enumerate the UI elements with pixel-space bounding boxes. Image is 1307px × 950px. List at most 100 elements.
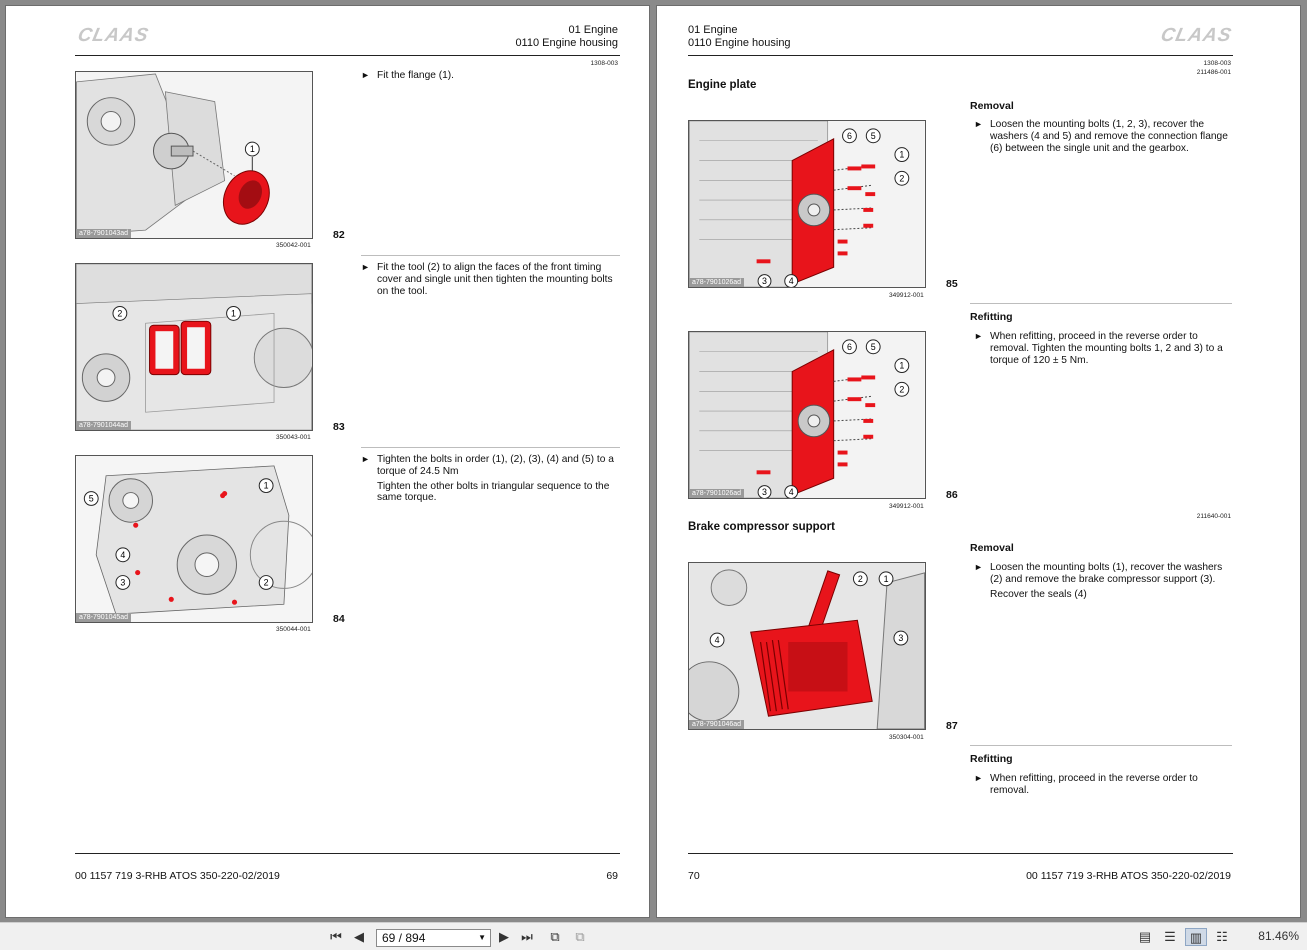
two-page-continuous-icon[interactable]: ☷ xyxy=(1216,929,1228,944)
callout-4: 4 xyxy=(715,635,720,645)
step-arrow-icon: ► xyxy=(974,331,983,341)
step-arrow-icon: ► xyxy=(974,773,983,783)
step-arrow-icon: ► xyxy=(974,119,983,129)
figure-ref: 350042-001 xyxy=(276,242,311,249)
callout-2: 2 xyxy=(264,577,269,587)
footer-rule xyxy=(688,853,1233,854)
callout-3: 3 xyxy=(762,487,767,497)
figure-ref: 350304-001 xyxy=(889,734,924,741)
zoom-level[interactable]: 81.46% xyxy=(1258,929,1299,943)
figure-ref: 349912-001 xyxy=(889,503,924,510)
figure-82: 1 a78-7901043ad xyxy=(75,71,313,239)
step-arrow-icon: ► xyxy=(974,562,983,572)
callout-1: 1 xyxy=(899,150,904,160)
figure-85: 6 5 1 2 3 4 a78-7901026ad xyxy=(688,120,926,288)
header-code: 1308-003 211486-001 xyxy=(1196,60,1231,76)
footer-document-id: 00 1157 719 3-RHB ATOS 350-220-02/2019 xyxy=(75,870,280,882)
callout-6: 6 xyxy=(847,131,852,141)
callout-6: 6 xyxy=(847,342,852,352)
block-divider xyxy=(970,745,1232,746)
callout-2: 2 xyxy=(899,384,904,394)
last-page-icon[interactable]: ⏭ xyxy=(521,929,533,944)
footer-rule xyxy=(75,853,620,854)
instruction-step: ► Loosen the mounting bolts (1), recover… xyxy=(974,562,1223,600)
figure-number: 83 xyxy=(333,421,345,433)
page-number: 70 xyxy=(688,870,700,882)
instruction-step: ► When refitting, proceed in the reverse… xyxy=(974,773,1198,796)
footer-document-id: 00 1157 719 3-RHB ATOS 350-220-02/2019 xyxy=(1026,870,1231,882)
subsection-title: Refitting xyxy=(970,311,1013,323)
section-code: 211640-001 xyxy=(1196,513,1231,520)
figure-code: a78-7901046ad xyxy=(689,720,745,729)
single-page-view-icon[interactable]: ▤ xyxy=(1138,929,1152,944)
first-page-icon[interactable]: ⏮ xyxy=(330,929,342,944)
callout-3: 3 xyxy=(120,577,125,587)
brake-compressor-support-illustration: 2 1 3 4 xyxy=(689,563,925,729)
brand-logo: CLAAS xyxy=(1158,25,1234,46)
block-divider xyxy=(361,255,620,256)
callout-4: 4 xyxy=(120,550,125,560)
figure-ref: 350044-001 xyxy=(276,626,311,633)
timing-cover-illustration: 1 2 xyxy=(76,264,312,430)
header-chapter: 01 Engine 0110 Engine housing xyxy=(515,24,618,49)
viewer-toolbar: ⏮ ◀ 69 / 894 ▼ ▶ ⏭ ⧉ ⧉ ▤ ☰ ▥ ☷ 81.46% xyxy=(0,922,1307,950)
step-arrow-icon: ► xyxy=(361,70,370,80)
flange-illustration: 1 xyxy=(76,72,312,238)
callout-2: 2 xyxy=(117,308,122,318)
figure-code: a78-7901026ad xyxy=(689,278,745,287)
engine-plate-removal-illustration: 6 5 1 2 3 4 xyxy=(689,121,925,287)
figure-code: a78-7901026ad xyxy=(689,489,745,498)
step-arrow-icon: ► xyxy=(361,454,370,464)
page-number-field[interactable]: 69 / 894 ▼ xyxy=(376,929,491,947)
subsection-title: Removal xyxy=(970,100,1014,112)
step-arrow-icon: ► xyxy=(361,262,370,272)
figure-84: 1 2 3 4 5 a78-7901045ad xyxy=(75,455,313,623)
callout-5: 5 xyxy=(871,342,876,352)
section-title: Brake compressor support xyxy=(688,521,835,533)
callout-1: 1 xyxy=(250,144,255,154)
figure-code: a78-7901044ad xyxy=(76,421,132,430)
go-forward-view-icon[interactable]: ⧉ xyxy=(575,929,585,944)
go-back-view-icon[interactable]: ⧉ xyxy=(550,929,560,944)
callout-2: 2 xyxy=(858,574,863,584)
callout-4: 4 xyxy=(789,276,794,286)
figure-83: 1 2 a78-7901044ad xyxy=(75,263,313,431)
section-title: Engine plate xyxy=(688,79,757,91)
callout-3: 3 xyxy=(898,633,903,643)
figure-number: 86 xyxy=(946,489,958,501)
two-page-view-icon[interactable]: ▥ xyxy=(1185,928,1207,946)
figure-number: 82 xyxy=(333,229,345,241)
figure-ref: 350043-001 xyxy=(276,434,311,441)
callout-2: 2 xyxy=(899,173,904,183)
subsection-title: Refitting xyxy=(970,753,1013,765)
bolt-sequence-illustration: 1 2 3 4 5 xyxy=(76,456,312,622)
instruction-step: ► Fit the flange (1). xyxy=(361,70,455,81)
callout-1: 1 xyxy=(899,361,904,371)
figure-86: 6 5 1 2 3 4 a78-7901026ad xyxy=(688,331,926,499)
document-page-right: 01 Engine 0110 Engine housing CLAAS 1308… xyxy=(656,5,1301,918)
subsection-title: Removal xyxy=(970,542,1014,554)
callout-3: 3 xyxy=(762,276,767,286)
figure-number: 85 xyxy=(946,278,958,290)
callout-4: 4 xyxy=(789,487,794,497)
chevron-down-icon[interactable]: ▼ xyxy=(478,933,486,942)
engine-plate-refitting-illustration: 6 5 1 2 3 4 xyxy=(689,332,925,498)
brand-logo: CLAAS xyxy=(75,25,151,46)
instruction-step: ► Tighten the bolts in order (1), (2), (… xyxy=(361,454,614,504)
instruction-step: ► When refitting, proceed in the reverse… xyxy=(974,331,1223,366)
header-code: 1308-003 xyxy=(590,60,618,67)
instruction-step: ► Loosen the mounting bolts (1, 2, 3), r… xyxy=(974,119,1228,154)
figure-number: 84 xyxy=(333,613,345,625)
previous-page-icon[interactable]: ◀ xyxy=(354,929,364,944)
instruction-step: ► Fit the tool (2) to align the faces of… xyxy=(361,262,613,297)
header-chapter: 01 Engine 0110 Engine housing xyxy=(688,24,791,49)
next-page-icon[interactable]: ▶ xyxy=(499,929,509,944)
block-divider xyxy=(970,303,1232,304)
continuous-view-icon[interactable]: ☰ xyxy=(1164,929,1176,944)
figure-number: 87 xyxy=(946,720,958,732)
block-divider xyxy=(361,447,620,448)
callout-1: 1 xyxy=(231,308,236,318)
figure-code: a78-7901043ad xyxy=(76,229,132,238)
header-rule xyxy=(75,55,620,56)
callout-1: 1 xyxy=(884,574,889,584)
